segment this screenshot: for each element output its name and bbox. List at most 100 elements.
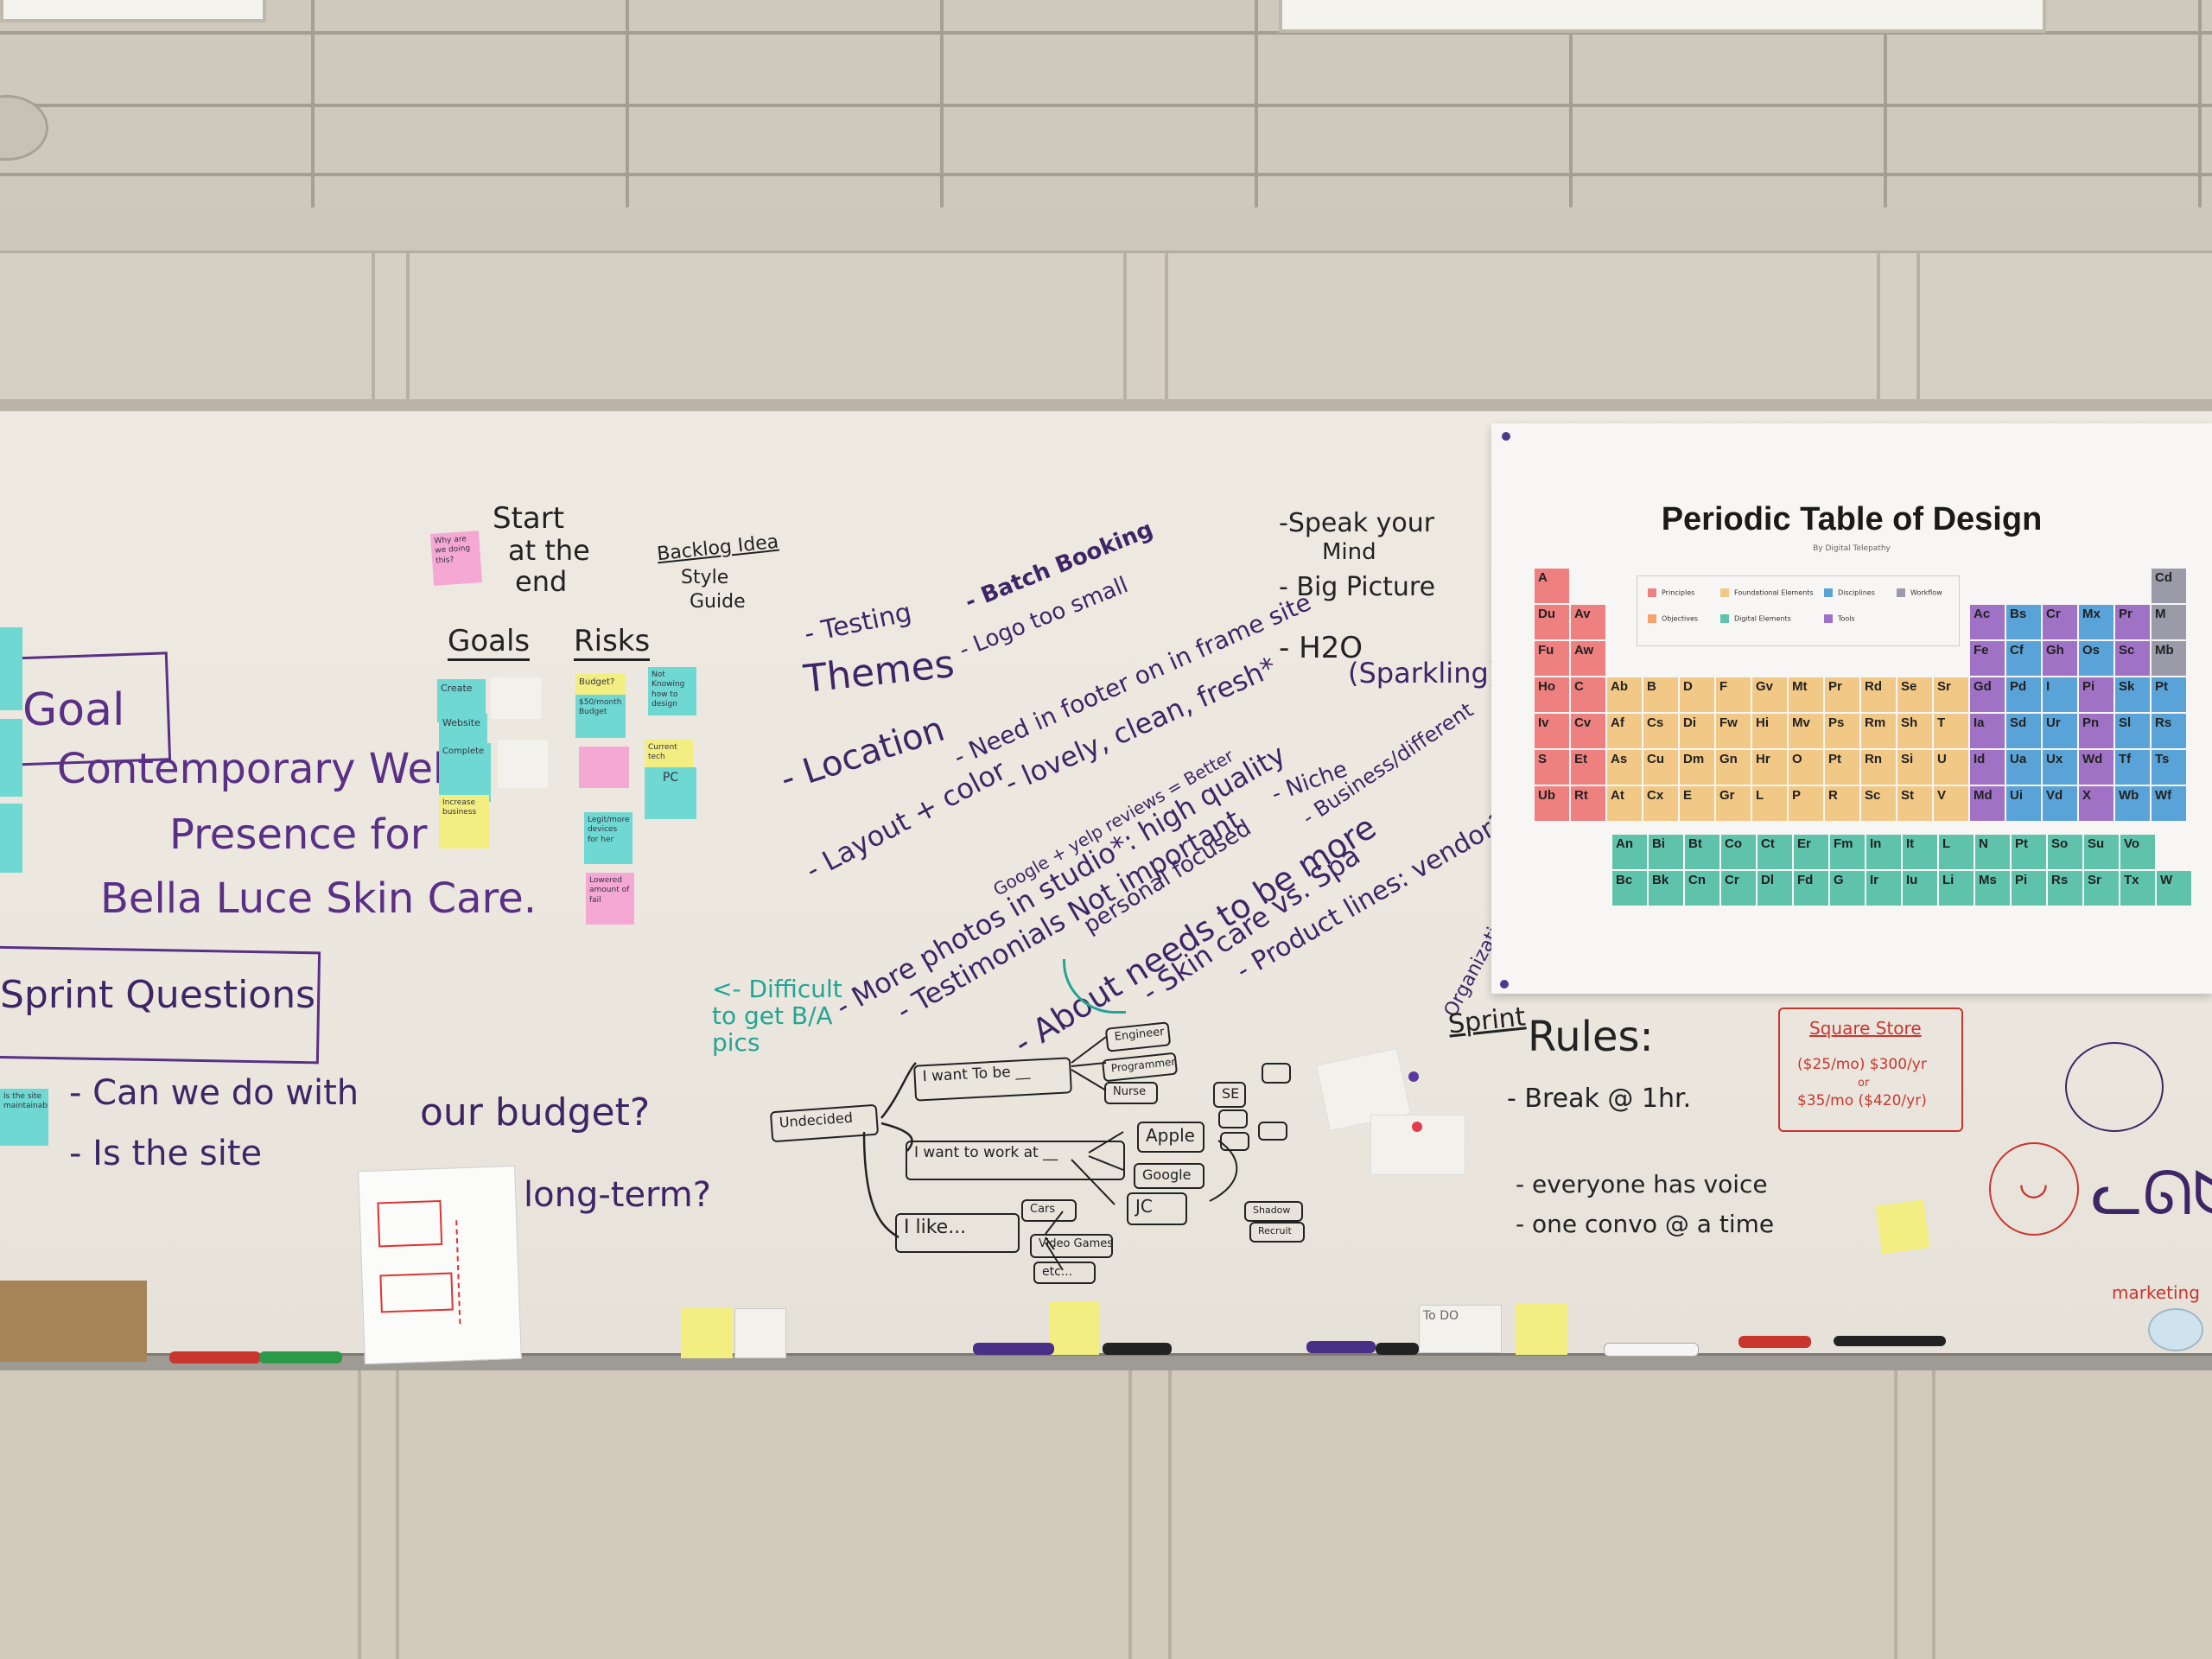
element-cell: E <box>1680 786 1714 821</box>
element-cell: Rm <box>1861 714 1896 748</box>
black-marker[interactable] <box>1376 1343 1419 1355</box>
element-cell: Rs <box>2152 714 2186 748</box>
element-cell: Fd <box>1794 871 1828 906</box>
element-cell: Tx <box>2120 871 2155 906</box>
element-cell: Fw <box>1716 714 1751 748</box>
element-cell: Sr <box>1934 677 1968 712</box>
mindmap-etc: etc... <box>1033 1262 1096 1284</box>
legend-item: Principles <box>1648 588 1694 597</box>
square-or: or <box>1858 1077 1870 1090</box>
smiley-face-drawing <box>1989 1142 2079 1236</box>
element-cell: An <box>1612 835 1647 869</box>
backlog-guide: Guide <box>690 591 746 613</box>
rule-2: - everyone has voice <box>1516 1170 1768 1198</box>
paper-bag <box>0 1281 147 1362</box>
ceiling-grid-line <box>0 173 2212 176</box>
element-cell: Pr <box>1825 677 1859 712</box>
element-cell: Se <box>1897 677 1932 712</box>
wireframe-box <box>377 1199 443 1248</box>
element-cell: M <box>2152 605 2186 639</box>
element-cell: Ir <box>1866 871 1901 906</box>
element-cell: Ho <box>1535 677 1569 712</box>
sticky-note: Increase business <box>439 795 489 849</box>
start-line-3: end <box>515 565 568 598</box>
element-cell: L <box>1752 786 1787 821</box>
marketing-label: marketing <box>2112 1282 2200 1303</box>
backlog-style: Style <box>681 567 729 588</box>
element-cell: N <box>1975 835 2010 869</box>
sticky-note <box>491 677 541 719</box>
sticky-pad[interactable] <box>681 1308 733 1358</box>
purple-marker[interactable] <box>973 1343 1054 1355</box>
difficult-note: <- Difficult to get B/A pics <box>712 975 842 1057</box>
white-marker[interactable] <box>1604 1343 1699 1357</box>
element-cell: I <box>2043 677 2077 712</box>
element-cell: Ts <box>2152 750 2186 785</box>
rule-1: - Break @ 1hr. <box>1507 1084 1692 1114</box>
element-cell: F <box>1716 677 1751 712</box>
push-pin <box>1412 1122 1422 1132</box>
element-cell: Wb <box>2115 786 2150 821</box>
mindmap-apple: Apple <box>1137 1122 1205 1153</box>
start-line-1: Start <box>493 501 565 536</box>
goal-line-1: Contemporary Web <box>57 745 460 793</box>
element-cell: Cu <box>1643 750 1678 785</box>
risks-label: Risks <box>574 624 651 661</box>
element-cell: Sc <box>1861 786 1896 821</box>
sticky-pad[interactable] <box>1516 1303 1567 1355</box>
wireframe-sheet <box>358 1165 522 1365</box>
element-cell: Gv <box>1752 677 1787 712</box>
element-cell: Dl <box>1758 871 1792 906</box>
question-2-cont: long-term? <box>524 1175 711 1215</box>
element-cell: Mx <box>2079 605 2113 639</box>
element-cell: Si <box>1897 750 1932 785</box>
start-line-2: at the <box>508 534 590 567</box>
sticky-note <box>579 747 629 788</box>
element-cell: Ur <box>2043 714 2077 748</box>
wall-panel-seam <box>358 1370 361 1659</box>
element-cell: Rn <box>1861 750 1896 785</box>
element-cell: Rd <box>1861 677 1896 712</box>
element-cell: Hi <box>1752 714 1787 748</box>
element-cell: Sr <box>2084 871 2119 906</box>
sticky-pad[interactable] <box>1049 1301 1099 1355</box>
element-cell: S <box>1535 750 1569 785</box>
wall-panel-seam <box>396 1370 399 1659</box>
element-cell: Ct <box>1758 835 1792 869</box>
purple-marker[interactable] <box>1306 1341 1376 1353</box>
element-cell: R <box>1825 786 1859 821</box>
sticky-note: Complete <box>439 743 491 802</box>
todo-pad[interactable]: To DO <box>1419 1305 1502 1353</box>
element-cell: Sc <box>2115 641 2150 676</box>
element-cell: St <box>1897 786 1932 821</box>
wall-trim <box>0 207 2212 253</box>
mindmap-small-box <box>1220 1132 1249 1151</box>
wall-panel-seam <box>406 251 410 399</box>
element-cell: Sk <box>2115 677 2150 712</box>
element-cell: Mt <box>1789 677 1823 712</box>
rule-3: - one convo @ a time <box>1516 1210 1775 1238</box>
red-marker[interactable] <box>1738 1336 1811 1348</box>
sticky-pad[interactable] <box>734 1308 786 1358</box>
square-price-2: $35/mo ($420/yr) <box>1797 1092 1927 1109</box>
element-cell: Aw <box>1571 641 1605 676</box>
sticky-note <box>0 627 22 710</box>
red-marker[interactable] <box>169 1351 261 1363</box>
eraser-remote[interactable] <box>1834 1336 1946 1346</box>
legend-item: Workflow <box>1897 588 1942 597</box>
element-cell: Wf <box>2152 786 2186 821</box>
mindmap-like: I like... <box>895 1213 1020 1253</box>
ceiling-light <box>1279 0 2046 33</box>
element-cell: Pt <box>2152 677 2186 712</box>
square-store-label: Square Store <box>1809 1018 1922 1039</box>
sparkling-note: (Sparkling) <box>1348 657 1500 690</box>
element-cell: Ux <box>2043 750 2077 785</box>
legend-item: Digital Elements <box>1720 614 1791 623</box>
black-marker[interactable] <box>1103 1343 1172 1355</box>
wall-panel-seam <box>1894 1370 1897 1659</box>
cat-drawing-icon: ᓚᘏᗢ <box>2091 1158 2212 1229</box>
element-cell: At <box>1607 786 1642 821</box>
green-marker[interactable] <box>259 1351 342 1363</box>
element-cell: So <box>2048 835 2082 869</box>
wall-panel-seam <box>1916 251 1920 399</box>
